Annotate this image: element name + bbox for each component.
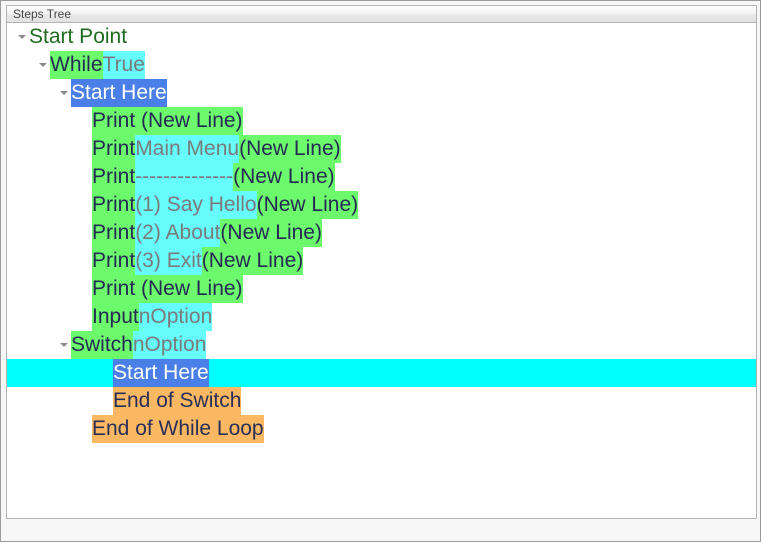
tree-indent-spacer: [7, 387, 99, 415]
tree-row-segment: End of While Loop: [92, 415, 264, 443]
tree-row-segment: Print: [92, 135, 136, 163]
tree-expander-placeholder: [99, 359, 113, 387]
tree-indent-spacer: [7, 23, 15, 51]
tree-row-segment: (New Line): [201, 247, 304, 275]
tree-row-segment: Print: [92, 219, 136, 247]
tree-expander-placeholder: [78, 163, 92, 191]
tree-row-segment: (1) Say Hello: [135, 191, 257, 219]
chevron-down-icon[interactable]: [57, 79, 71, 107]
tree-row-segment: Start Here: [113, 359, 209, 387]
tree-expander-placeholder: [78, 303, 92, 331]
tree-expander-placeholder: [78, 135, 92, 163]
tree-row-segment: (2) About: [135, 219, 221, 247]
tree-row-segment: While: [50, 51, 103, 79]
tree-indent-spacer: [7, 247, 78, 275]
tree-indent-spacer: [7, 331, 57, 359]
tree-expander-placeholder: [78, 247, 92, 275]
chevron-down-icon[interactable]: [57, 331, 71, 359]
tree-row-segment: nOption: [138, 303, 213, 331]
tree-row-segment: Print (New Line): [92, 107, 243, 135]
chevron-down-icon[interactable]: [36, 51, 50, 79]
tree-row-segment: Main Menu: [135, 135, 240, 163]
tree-row-segment: Input: [92, 303, 139, 331]
tree-row-segment: Print: [92, 247, 136, 275]
tree-row-segment: Print (New Line): [92, 275, 243, 303]
tree-row-end-of-while-loop[interactable]: End of While Loop: [7, 415, 756, 443]
tree-row-switch-noption[interactable]: Switch nOption: [7, 331, 756, 359]
tree-row-start-point[interactable]: Start Point: [7, 23, 756, 51]
steps-tree-caption-label: Steps Tree: [13, 7, 72, 21]
tree-indent-spacer: [7, 359, 99, 387]
tree-expander-placeholder: [78, 191, 92, 219]
tree-row-print-main-menu[interactable]: Print Main Menu (New Line): [7, 135, 756, 163]
tree-row-segment: Start Here: [71, 79, 167, 107]
tree-indent-spacer: [7, 107, 78, 135]
tree-row-start-here-switch-body[interactable]: Start Here: [7, 359, 756, 387]
tree-row-segment: End of Switch: [113, 387, 242, 415]
tree-indent-spacer: [7, 303, 78, 331]
tree-row-segment: True: [102, 51, 145, 79]
tree-expander-placeholder: [99, 387, 113, 415]
tree-row-print-new-line-1[interactable]: Print (New Line): [7, 107, 756, 135]
tree-row-segment: (New Line): [256, 191, 359, 219]
tree-indent-spacer: [7, 51, 36, 79]
tree-row-start-here-while-body[interactable]: Start Here: [7, 79, 756, 107]
tree-row-segment: nOption: [132, 331, 207, 359]
tree-indent-spacer: [7, 219, 78, 247]
tree-row-print-new-line-2[interactable]: Print (New Line): [7, 275, 756, 303]
tree-row-segment: Print: [92, 163, 136, 191]
tree-indent-spacer: [7, 191, 78, 219]
tree-expander-placeholder: [78, 275, 92, 303]
steps-tree-caption-bar: Steps Tree: [6, 5, 757, 22]
tree-row-print-option-2[interactable]: Print (2) About (New Line): [7, 219, 756, 247]
tree-row-segment: Switch: [71, 331, 133, 359]
chevron-down-icon[interactable]: [15, 23, 29, 51]
tree-row-print-divider[interactable]: Print -------------- (New Line): [7, 163, 756, 191]
tree-row-segment: (New Line): [239, 135, 341, 163]
tree-indent-spacer: [7, 415, 78, 443]
tree-indent-spacer: [7, 163, 78, 191]
tree-indent-spacer: [7, 79, 57, 107]
tree-row-while-true[interactable]: While True: [7, 51, 756, 79]
tree-expander-placeholder: [78, 107, 92, 135]
tree-indent-spacer: [7, 275, 78, 303]
tree-row-segment: Print: [92, 191, 136, 219]
tree-row-segment: (3) Exit: [135, 247, 202, 275]
tree-row-segment: --------------: [135, 163, 234, 191]
tree-expander-placeholder: [78, 219, 92, 247]
tree-row-print-option-1[interactable]: Print (1) Say Hello (New Line): [7, 191, 756, 219]
tree-row-segment: (New Line): [220, 219, 322, 247]
tree-row-segment: Start Point: [29, 25, 128, 48]
tree-indent-spacer: [7, 135, 78, 163]
tree-row-segment: (New Line): [233, 163, 335, 191]
tree-row-end-of-switch[interactable]: End of Switch: [7, 387, 756, 415]
tree-row-input-noption[interactable]: Input nOption: [7, 303, 756, 331]
tree-expander-placeholder: [78, 415, 92, 443]
tree-row-print-option-3[interactable]: Print (3) Exit (New Line): [7, 247, 756, 275]
